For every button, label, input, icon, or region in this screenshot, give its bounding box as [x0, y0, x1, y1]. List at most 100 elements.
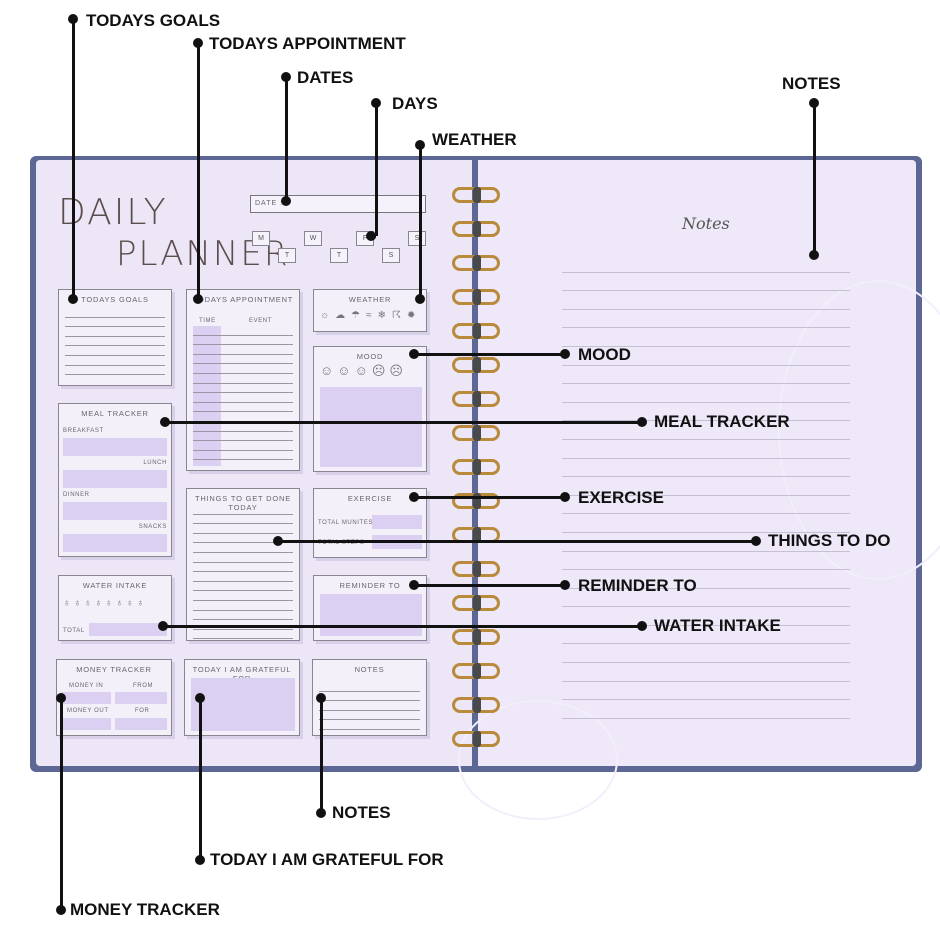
grateful-field[interactable] [191, 678, 295, 731]
weather-icons-row: ☼☁☂≈❄☈✹ [320, 310, 421, 321]
storm-icon[interactable]: ☈ [392, 310, 407, 321]
callout-dot [560, 492, 570, 502]
date-field[interactable]: DATE : [250, 195, 426, 213]
callout-todays-appointment: TODAYS APPOINTMENT [209, 34, 406, 53]
water-intake-title: WATER INTAKE [82, 581, 148, 590]
bright-sun-icon[interactable]: ✹ [407, 310, 422, 321]
sun-icon[interactable]: ☼ [320, 310, 336, 321]
spiral-ring [452, 425, 500, 441]
spiral-ring [452, 697, 500, 713]
from-field[interactable] [115, 692, 167, 704]
spiral-ring [452, 595, 500, 611]
water-total-field[interactable] [89, 623, 167, 636]
callout-dot [193, 294, 203, 304]
things-to-do-box: THINGS TO GET DONE TODAY [186, 488, 300, 641]
callout-dot [281, 196, 291, 206]
day-box-tue[interactable]: T [278, 248, 296, 263]
goal-lines[interactable] [65, 308, 165, 376]
wind-icon[interactable]: ≈ [366, 310, 378, 321]
snacks-field[interactable] [63, 534, 167, 552]
happy-face-icon[interactable]: ☺ [337, 363, 355, 378]
callout-dot [809, 250, 819, 260]
total-minutes-field[interactable] [372, 515, 422, 529]
mood-icons-row: ☺☺☺☹☹ [320, 363, 407, 379]
dinner-field[interactable] [63, 502, 167, 520]
for-field[interactable] [115, 718, 167, 730]
callout-line [320, 698, 323, 810]
water-glass-icon[interactable]: ♁ [115, 598, 126, 609]
neutral-face-icon[interactable]: ☺ [354, 363, 372, 378]
callout-dot [195, 855, 205, 865]
callout-mood: MOOD [578, 345, 631, 364]
notes-lines[interactable] [319, 682, 420, 730]
water-glass-icon[interactable]: ♁ [73, 598, 84, 609]
callout-line [419, 145, 422, 299]
money-tracker-box: MONEY TRACKER MONEY IN FROM MONEY OUT FO… [56, 659, 172, 736]
callout-todays-goals: TODAYS GOALS [86, 11, 221, 30]
snow-icon[interactable]: ❄ [377, 310, 393, 321]
water-glass-icon[interactable]: ♁ [136, 598, 147, 609]
water-glass-icon[interactable]: ♁ [94, 598, 105, 609]
spiral-ring [452, 629, 500, 645]
callout-dates: DATES [297, 68, 354, 87]
callout-weather: WEATHER [432, 130, 517, 149]
breakfast-field[interactable] [63, 438, 167, 456]
water-glasses-row: ♁♁♁♁♁♁♁♁ [63, 598, 147, 609]
sad-face-icon[interactable]: ☹ [371, 363, 390, 378]
dinner-label: DINNER [63, 492, 90, 498]
callout-line [278, 540, 754, 543]
rain-icon[interactable]: ☂ [351, 310, 367, 321]
todays-goals-box: TODAYS GOALS [58, 289, 172, 386]
mood-title: MOOD [356, 352, 384, 361]
callout-dot [415, 294, 425, 304]
callout-reminder-to: REMINDER TO [578, 576, 697, 595]
meal-tracker-title: MEAL TRACKER [81, 409, 149, 418]
exercise-box: EXERCISE TOTAL MUNITES TOTAL STEPS [313, 488, 427, 558]
mood-notes-area[interactable] [320, 387, 422, 467]
things-to-do-lines[interactable] [193, 505, 293, 640]
callout-line [414, 496, 564, 499]
reminder-field[interactable] [320, 594, 422, 636]
callout-dot [316, 808, 326, 818]
callout-line [414, 353, 564, 356]
spiral-ring [452, 255, 500, 271]
money-out-field[interactable] [61, 718, 111, 730]
very-happy-face-icon[interactable]: ☺ [320, 363, 338, 378]
time-column-fill [193, 326, 221, 466]
callout-line [375, 103, 378, 236]
notes-page-lines[interactable] [562, 254, 850, 719]
cloud-icon[interactable]: ☁ [335, 310, 352, 321]
callout-notes-page: NOTES [782, 74, 841, 93]
time-column-label: TIME [199, 318, 216, 324]
callout-dot [637, 621, 647, 631]
spiral-ring [452, 493, 500, 509]
notes-box: NOTES [312, 659, 427, 736]
day-box-mon[interactable]: M [252, 231, 270, 246]
day-box-thu[interactable]: T [330, 248, 348, 263]
callout-notes: NOTES [332, 803, 391, 822]
water-glass-icon[interactable]: ♁ [126, 598, 137, 609]
lunch-field[interactable] [63, 470, 167, 488]
water-glass-icon[interactable]: ♁ [105, 598, 116, 609]
day-box-sat[interactable]: S [382, 248, 400, 263]
money-in-field[interactable] [61, 692, 111, 704]
weather-box: WEATHER ☼☁☂≈❄☈✹ [313, 289, 427, 332]
very-sad-face-icon[interactable]: ☹ [389, 363, 407, 378]
spiral-ring [452, 391, 500, 407]
day-box-wed[interactable]: W [304, 231, 322, 246]
callout-line [163, 625, 641, 628]
notes-title: NOTES [354, 665, 385, 674]
from-label: FROM [133, 683, 154, 689]
money-tracker-title: MONEY TRACKER [76, 665, 152, 674]
callout-things-to-do: THINGS TO DO [768, 531, 891, 550]
right-page [458, 160, 940, 820]
snacks-label: SNACKS [138, 524, 167, 530]
water-glass-icon[interactable]: ♁ [84, 598, 95, 609]
spiral-ring [452, 357, 500, 373]
appointment-lines[interactable] [193, 326, 293, 461]
callout-line [60, 698, 63, 908]
callout-line [197, 43, 200, 299]
day-box-sun[interactable]: S [408, 231, 426, 246]
water-glass-icon[interactable]: ♁ [63, 598, 74, 609]
weather-title: WEATHER [348, 295, 392, 304]
